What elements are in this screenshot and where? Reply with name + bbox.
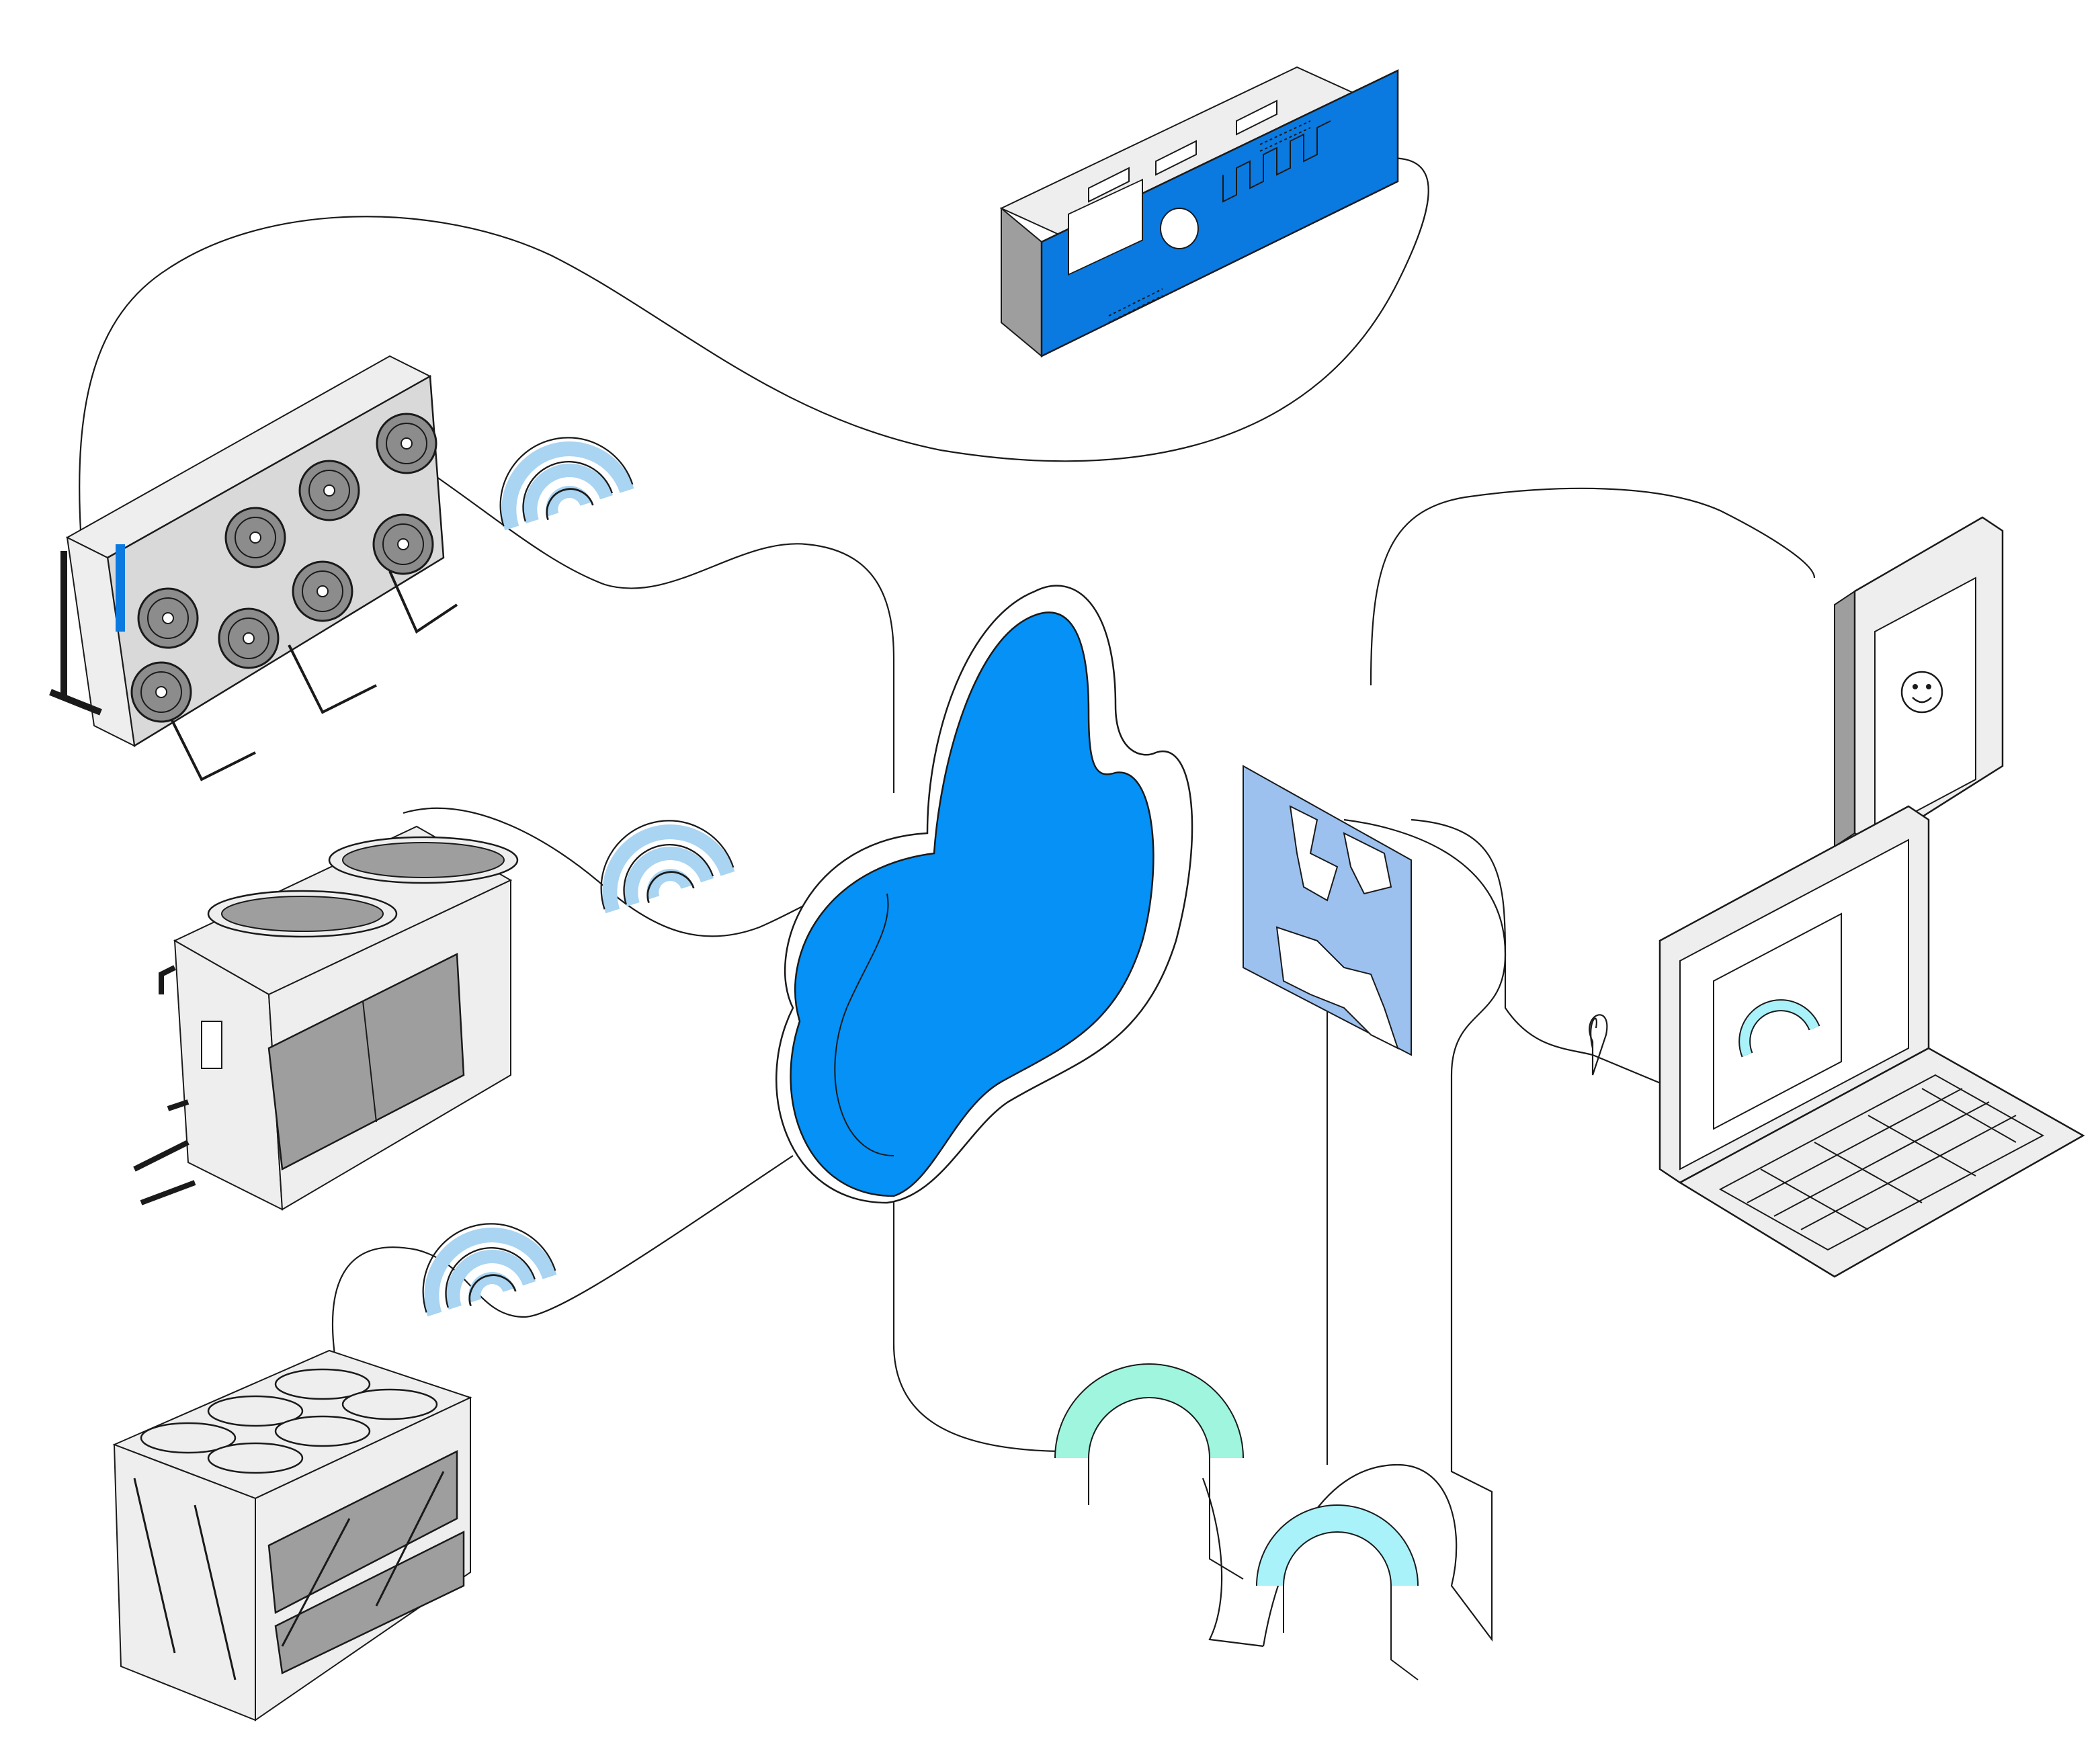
link-map-to-laptop [1343, 818, 1674, 1090]
fan-condenser-device [49, 355, 458, 781]
controller-circuit-trace [1222, 120, 1331, 203]
link-chiller-to-cloud [331, 1155, 794, 1365]
dry-cooler-coil [267, 953, 465, 1170]
chiller-fan-1 [140, 1422, 237, 1454]
cloud-body [790, 611, 1154, 1197]
fan-1 [130, 661, 192, 723]
link-arches-to-laptop [1262, 818, 1507, 1647]
chiller-fan-6 [341, 1388, 438, 1420]
fan-7 [372, 513, 434, 575]
wifi-signal-icon-chiller [405, 1206, 557, 1320]
fan-8 [376, 413, 437, 474]
laptop-keyboard [1718, 1074, 2045, 1251]
link-cloud-to-arches [892, 1196, 1069, 1453]
fan-condenser-legs [167, 570, 458, 781]
fan-2 [137, 587, 199, 649]
link-fan-to-controller [79, 157, 1429, 531]
fan-condenser-side [66, 536, 136, 747]
dry-cooler-coil-divider [362, 1000, 377, 1123]
chiller-device [112, 1349, 472, 1721]
europe-map-icon [1243, 765, 1412, 1056]
laptop-screen-gauge [1738, 999, 1820, 1058]
link-arch-to-arch [1202, 1478, 1264, 1648]
chiller-fan-4 [207, 1442, 304, 1474]
chiller-frame-diagonals [133, 1471, 445, 1680]
fan-condenser-blue-strip [116, 544, 125, 632]
chiller-fan-2 [207, 1395, 304, 1427]
controller-top-components [1088, 99, 1277, 203]
link-fan-to-cloud [436, 476, 895, 793]
connection-lines [79, 157, 1816, 1648]
chiller-fan-3 [274, 1368, 371, 1400]
fan-grid [130, 413, 437, 723]
fan-condenser-pipe [49, 551, 102, 716]
fan-3 [218, 607, 280, 669]
chiller-coil-upper [267, 1449, 458, 1614]
chiller-fans [140, 1368, 438, 1474]
controller-knob [1160, 208, 1199, 249]
chiller-coil-lower [274, 1530, 465, 1674]
controller-pins-right [1259, 120, 1311, 152]
controller-front [1040, 69, 1399, 358]
tablet-side [1834, 590, 1855, 848]
controller-pins-left [1108, 288, 1163, 323]
gauge-arc-icon-aqua [1256, 1504, 1419, 1680]
dry-cooler-device [133, 825, 519, 1211]
smiley-face-icon [1900, 671, 1943, 714]
laptop-icon [1658, 805, 2085, 1278]
wifi-signal-icon-drycooler [583, 803, 735, 917]
chiller-fan-5 [274, 1415, 371, 1447]
link-pin-drop [1589, 1014, 1608, 1076]
link-laptop-to-tablet [1370, 487, 1816, 1049]
laptop-window [1713, 912, 1842, 1130]
controller-side [1001, 206, 1042, 358]
dry-cooler-pipes [133, 965, 196, 1205]
cloud-icon [775, 585, 1193, 1204]
wifi-signal-icon-fan [482, 420, 634, 534]
dry-cooler-fan-cylinder-1 [328, 836, 519, 884]
gauge-arc-icon-mint [1054, 1363, 1244, 1580]
tablet-icon [1834, 516, 2004, 848]
cloud-inner-curve [834, 893, 894, 1156]
dry-cooler-panel [201, 1021, 222, 1069]
dry-cooler-fan-cylinder-2 [207, 890, 398, 938]
controller-device [999, 66, 1399, 358]
fan-4 [224, 507, 286, 568]
fan-6 [298, 460, 360, 521]
controller-screen [1068, 178, 1143, 276]
fan-5 [292, 560, 353, 622]
map-land [1275, 805, 1399, 1050]
